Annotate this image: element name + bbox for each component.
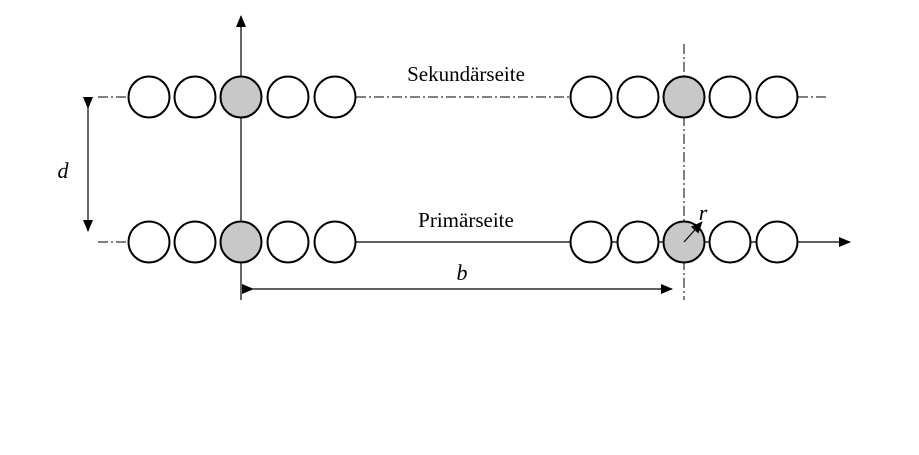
- radius-arrow: [683, 221, 703, 243]
- conductor-circle: [755, 220, 799, 264]
- conductor-circle: [266, 220, 310, 264]
- conductor-circle: [569, 220, 613, 264]
- primary-conductor-row: [127, 220, 799, 264]
- conductor-circle: [708, 75, 752, 119]
- conductor-circle: [708, 220, 752, 264]
- conductor-circle: [173, 220, 217, 264]
- conductor-circle: [569, 75, 613, 119]
- highlighted-conductor-circle: [219, 75, 263, 119]
- highlighted-conductor-circle: [662, 75, 706, 119]
- highlighted-conductor-circle: [219, 220, 263, 264]
- conductor-circle: [755, 75, 799, 119]
- distance-b-label: b: [457, 260, 468, 285]
- secondary-side-label: Sekundärseite: [407, 62, 525, 86]
- conductor-circle: [127, 75, 171, 119]
- conductor-circle: [616, 220, 660, 264]
- conductor-circle: [266, 75, 310, 119]
- radius-r-label: r: [699, 200, 708, 225]
- secondary-conductor-row: [127, 75, 799, 119]
- conductor-circle: [173, 75, 217, 119]
- conductor-circle: [616, 75, 660, 119]
- conductor-circle: [313, 75, 357, 119]
- distance-d-label: d: [58, 158, 70, 183]
- conductor-circle: [127, 220, 171, 264]
- conductor-circle: [313, 220, 357, 264]
- primary-side-label: Primärseite: [418, 208, 514, 232]
